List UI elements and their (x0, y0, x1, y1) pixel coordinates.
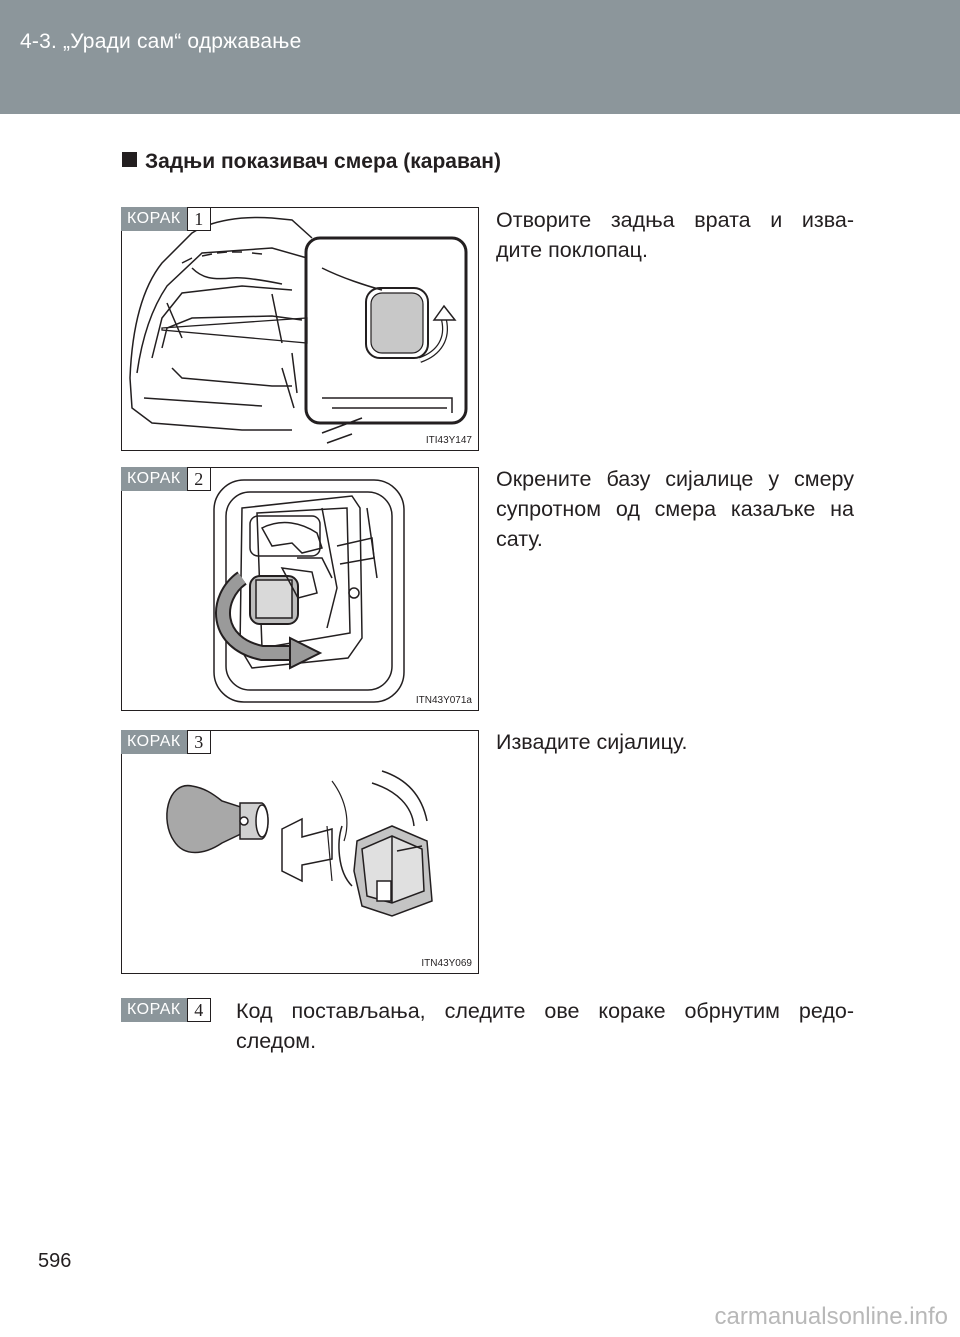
step-badge-4: КОРАК 4 (121, 998, 211, 1022)
step-badge-2: КОРАК 2 (121, 467, 211, 491)
text-line: дите поклопац. (496, 238, 648, 262)
page-number: 596 (38, 1250, 72, 1272)
bulb-removal-illustration (166, 770, 433, 917)
figure-step-1: ITI43Y147 (121, 207, 479, 451)
figure-code: ITI43Y147 (425, 435, 472, 446)
figure-code: ITN43Y071a (415, 695, 472, 706)
text-line: Окрените базу сијалице у смеру (496, 467, 854, 491)
trunk-illustration (129, 216, 468, 444)
step-badge-3: КОРАК 3 (121, 730, 211, 754)
page-header: 4-3. „Уради сам“ одржавање (0, 0, 960, 114)
step-label: КОРАК (121, 467, 187, 491)
figure-step-2: ITN43Y071a (121, 467, 479, 711)
text-line: Извадите сијалицу. (496, 730, 688, 754)
text-line: Код постављања, следите ове кораке обрну… (236, 999, 854, 1023)
text-line: следом. (236, 1029, 317, 1053)
section-title-text: Задњи показивач смера (караван) (145, 150, 501, 173)
step-label: КОРАК (121, 207, 187, 231)
text-line: сату. (496, 527, 543, 551)
section-header-title: 4-3. „Уради сам“ одржавање (20, 30, 302, 53)
step-label: КОРАК (121, 730, 187, 754)
text-line: супротном од смера казаљке на (496, 497, 854, 521)
step-number: 3 (186, 730, 211, 754)
step-1-text: Отворите задња врата и изва- дите поклоп… (496, 205, 854, 265)
bulb-socket-illustration (213, 479, 405, 703)
step-3-text: Извадите сијалицу. (496, 727, 854, 757)
step-badge-1: КОРАК 1 (121, 207, 211, 231)
step-number: 1 (186, 207, 211, 231)
figure-step-3: ITN43Y069 (121, 730, 479, 974)
step-4-text: Код постављања, следите ове кораке обрну… (236, 996, 854, 1056)
step-number: 4 (186, 998, 211, 1022)
step-2-text: Окрените базу сијалице у смеру супротном… (496, 464, 854, 554)
step-number: 2 (186, 467, 211, 491)
text-line: Отворите задња врата и изва- (496, 208, 854, 232)
square-bullet-icon (122, 152, 137, 167)
step-label: КОРАК (121, 998, 187, 1022)
watermark: carmanualsonline.info (714, 1303, 948, 1330)
figure-code: ITN43Y069 (421, 958, 472, 969)
section-title: Задњи показивач смера (караван) (122, 150, 501, 174)
